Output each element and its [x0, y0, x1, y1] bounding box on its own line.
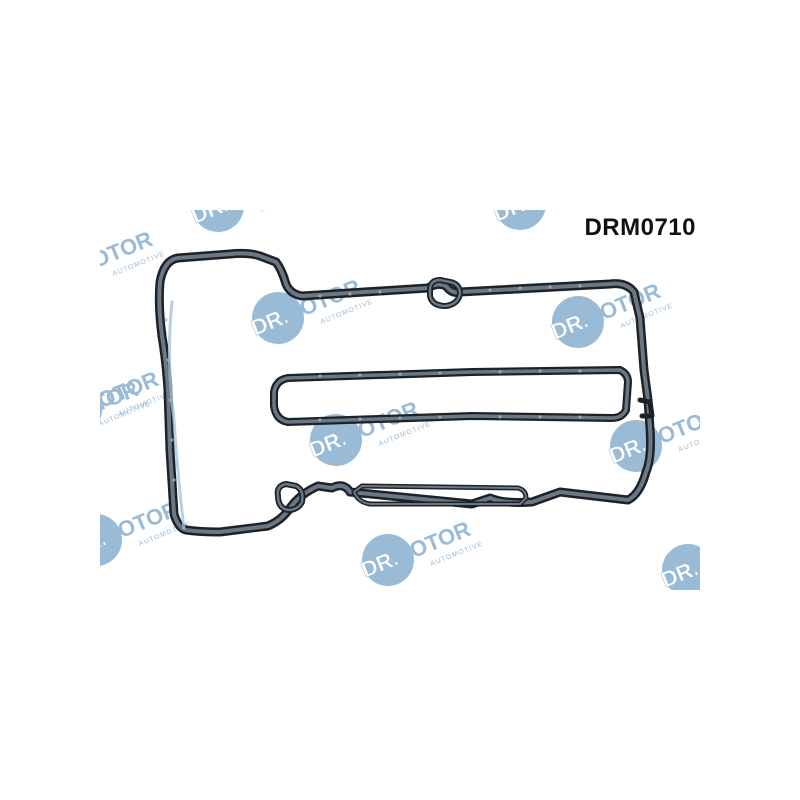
valve-cover-gasket-icon: DR. MOTOR AUTOMOTIVE: [100, 210, 700, 590]
part-number-label: DRM0710: [584, 214, 696, 241]
product-photo: DR. MOTOR AUTOMOTIVE: [100, 210, 700, 590]
